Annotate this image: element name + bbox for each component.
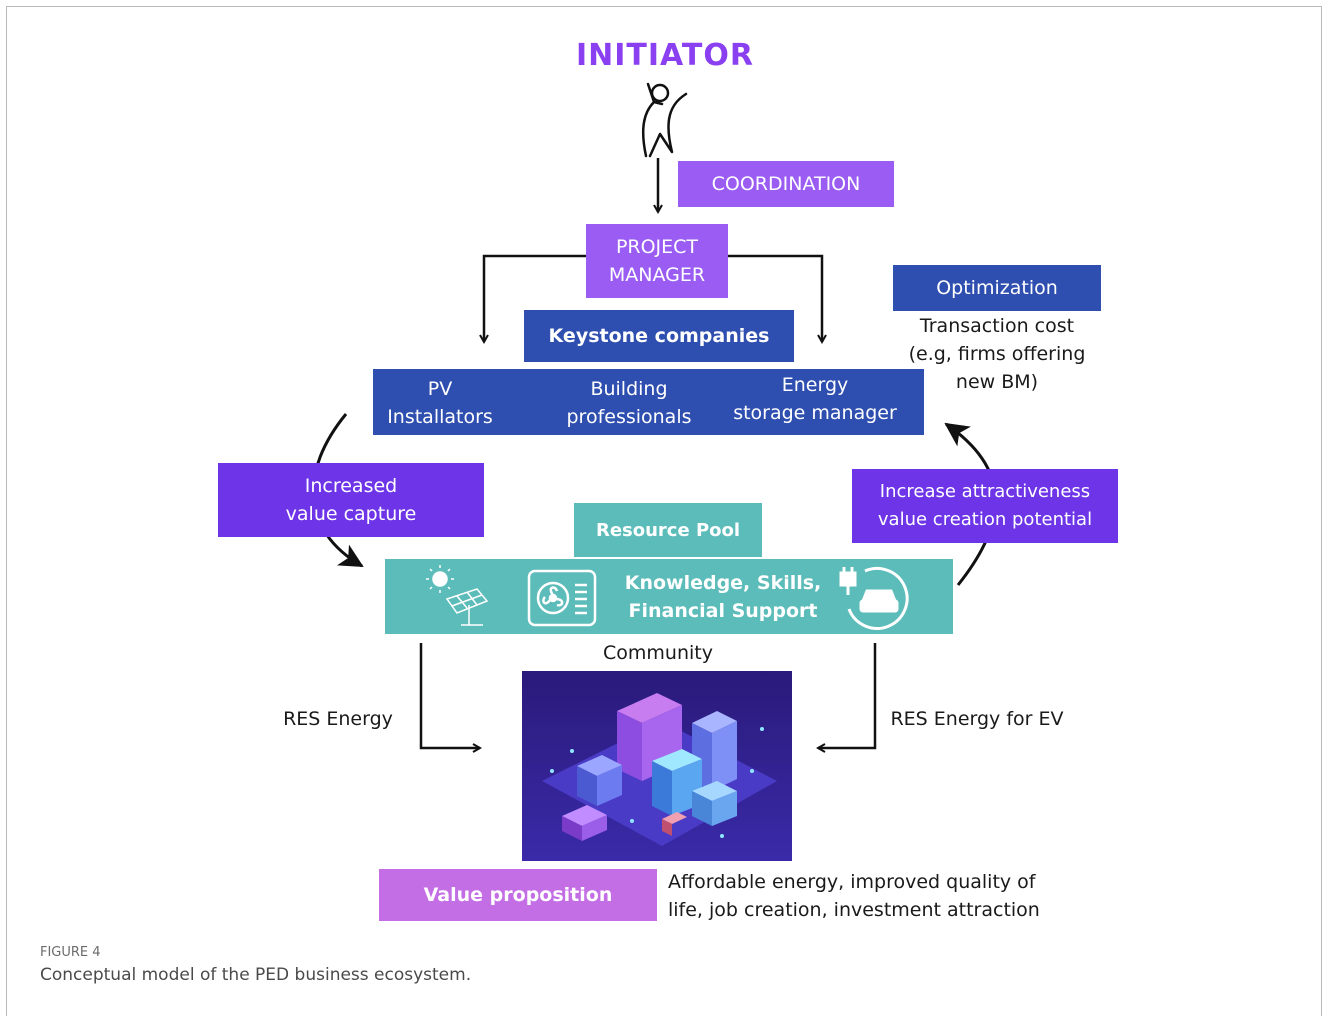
solar-panel-icon [426,565,489,626]
energy-storage-manager-label: Energy storage manager [733,374,897,424]
project-manager-box: PROJECT MANAGER [586,224,728,298]
keystone-members-bar: PV Installators Building professionals E… [373,369,924,435]
res-energy-ev-arrow [818,643,877,748]
increased-value-capture-label: Increased value capture [285,475,417,525]
pm-right-arrow [728,254,822,342]
resource-pool-box: Resource Pool [574,503,762,557]
heat-pump-icon [527,569,597,627]
pv-installators-label: PV Installators [387,378,493,428]
figure-caption: Conceptual model of the PED business eco… [40,965,472,985]
increase-attractiveness-box: Increase attractiveness value creation p… [852,469,1118,543]
figure-label: FIGURE 4 [40,945,101,960]
keystone-companies-box: Keystone companies [524,310,794,362]
value-proposition-label: Value proposition [423,884,613,906]
figure-frame [6,6,1322,1016]
res-energy-arrow [419,643,480,748]
ev-charging-icon [839,566,909,630]
increase-attractiveness-label: Increase attractiveness value creation p… [877,481,1093,530]
value-proposition-text: Affordable energy, improved quality of l… [668,871,1040,921]
building-professionals-label: Building professionals [566,378,692,428]
resources-label: Knowledge, Skills, Financial Support [624,572,822,622]
initiator-title: INITIATOR [575,38,754,73]
increased-value-capture-box: Increased value capture [218,463,484,537]
coordination-box: COORDINATION [678,161,894,207]
resources-bar: Knowledge, Skills, Financial Support [385,559,953,634]
resource-pool-label: Resource Pool [595,519,741,541]
value-proposition-box: Value proposition [379,869,657,921]
optimization-box: Optimization [893,265,1101,311]
project-manager-label: PROJECT MANAGER [608,236,706,286]
coordination-label: COORDINATION [711,173,861,195]
community-city-image [522,671,792,861]
transaction-cost-text: Transaction cost (e.g, firms offering ne… [908,315,1086,393]
keystone-companies-label: Keystone companies [548,325,770,347]
community-label: Community [603,642,713,664]
pm-left-arrow [484,254,586,342]
res-energy-label: RES Energy [283,708,393,730]
optimization-label: Optimization [936,277,1058,299]
res-energy-ev-label: RES Energy for EV [890,708,1064,730]
